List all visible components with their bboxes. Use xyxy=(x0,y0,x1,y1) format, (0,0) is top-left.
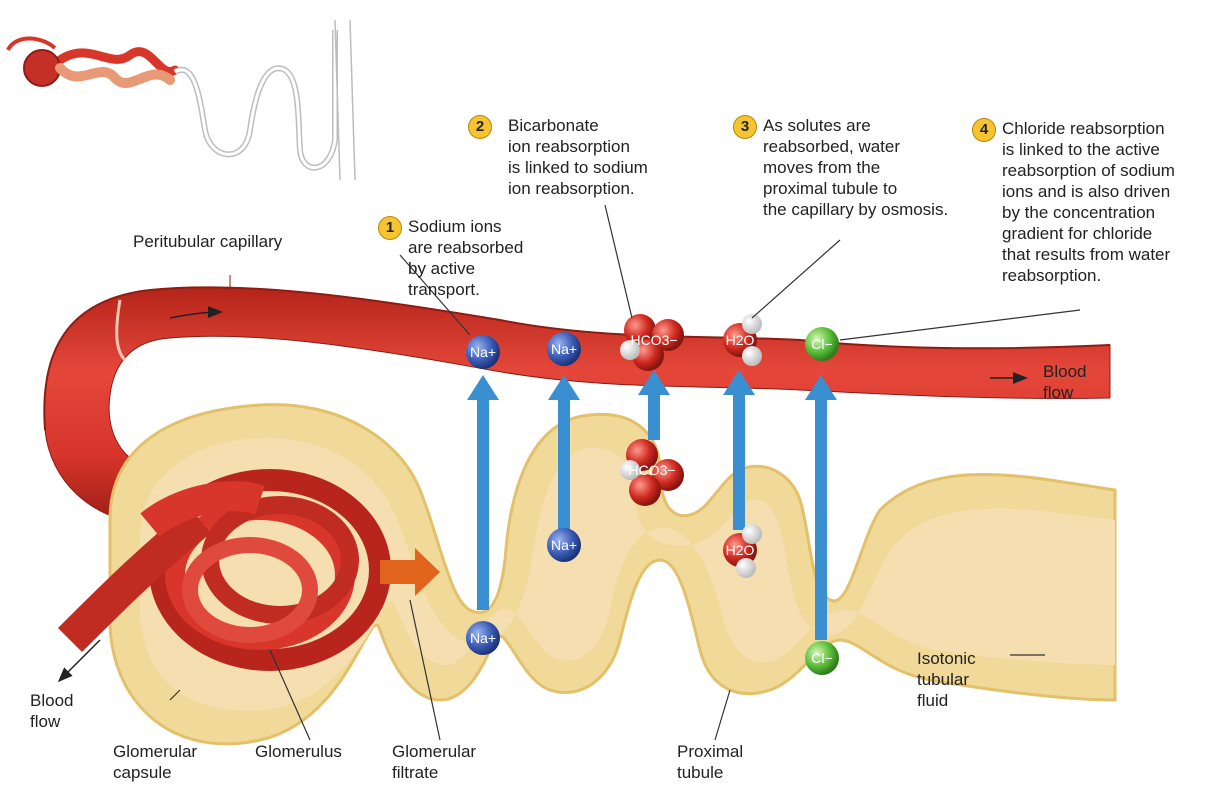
step-2-callout: 2 Bicarbonate ion reabsorption is linked… xyxy=(468,115,688,207)
step-2-badge: 2 xyxy=(468,115,492,139)
cl-ion-label: Cl− xyxy=(811,650,832,666)
nephron-thumbnail xyxy=(8,20,355,180)
na-ion-top-2: Na+ xyxy=(547,332,581,366)
step-1-badge: 1 xyxy=(378,216,402,240)
h2o-label: H2O xyxy=(726,542,755,558)
na-ion-top-1: Na+ xyxy=(466,335,500,369)
peritubular-capillary-label: Peritubular capillary xyxy=(133,231,282,252)
step-4-text: Chloride reabsorption is linked to the a… xyxy=(1002,118,1175,286)
blood-flow-left-label: Blood flow xyxy=(30,690,73,732)
h2o-label: H2O xyxy=(726,332,755,348)
na-ion-label: Na+ xyxy=(470,344,496,360)
step-1-callout: 1 Sodium ions are reabsorbed by active t… xyxy=(378,216,578,308)
cl-ion-bottom: Cl− xyxy=(805,641,839,675)
hco3-label: HCO3− xyxy=(628,462,675,478)
hco3-label: HCO3− xyxy=(630,332,677,348)
na-ion-label: Na+ xyxy=(551,537,577,553)
step-2-text: Bicarbonate ion reabsorption is linked t… xyxy=(508,115,648,199)
step-4-callout: 4 Chloride reabsorption is linked to the… xyxy=(972,118,1222,308)
blood-flow-right-label: Blood flow xyxy=(1043,361,1086,403)
cl-ion-top: Cl− xyxy=(805,327,839,361)
na-ion-bottom-2: Na+ xyxy=(466,621,500,655)
proximal-tubule-label: Proximal tubule xyxy=(677,741,743,783)
isotonic-fluid-label: Isotonic tubular fluid xyxy=(917,648,976,711)
step-3-badge: 3 xyxy=(733,115,757,139)
glomerulus-label: Glomerulus xyxy=(255,741,342,762)
glomerular-capsule-label: Glomerular capsule xyxy=(113,741,197,783)
na-ion-label: Na+ xyxy=(551,341,577,357)
step-1-text: Sodium ions are reabsorbed by active tra… xyxy=(408,216,523,300)
step-4-badge: 4 xyxy=(972,118,996,142)
step-3-text: As solutes are reabsorbed, water moves f… xyxy=(763,115,948,220)
step-3-callout: 3 As solutes are reabsorbed, water moves… xyxy=(733,115,1003,235)
na-ion-bottom-1: Na+ xyxy=(547,528,581,562)
cl-ion-label: Cl− xyxy=(811,336,832,352)
glomerular-filtrate-label: Glomerular filtrate xyxy=(392,741,476,783)
na-ion-label: Na+ xyxy=(470,630,496,646)
